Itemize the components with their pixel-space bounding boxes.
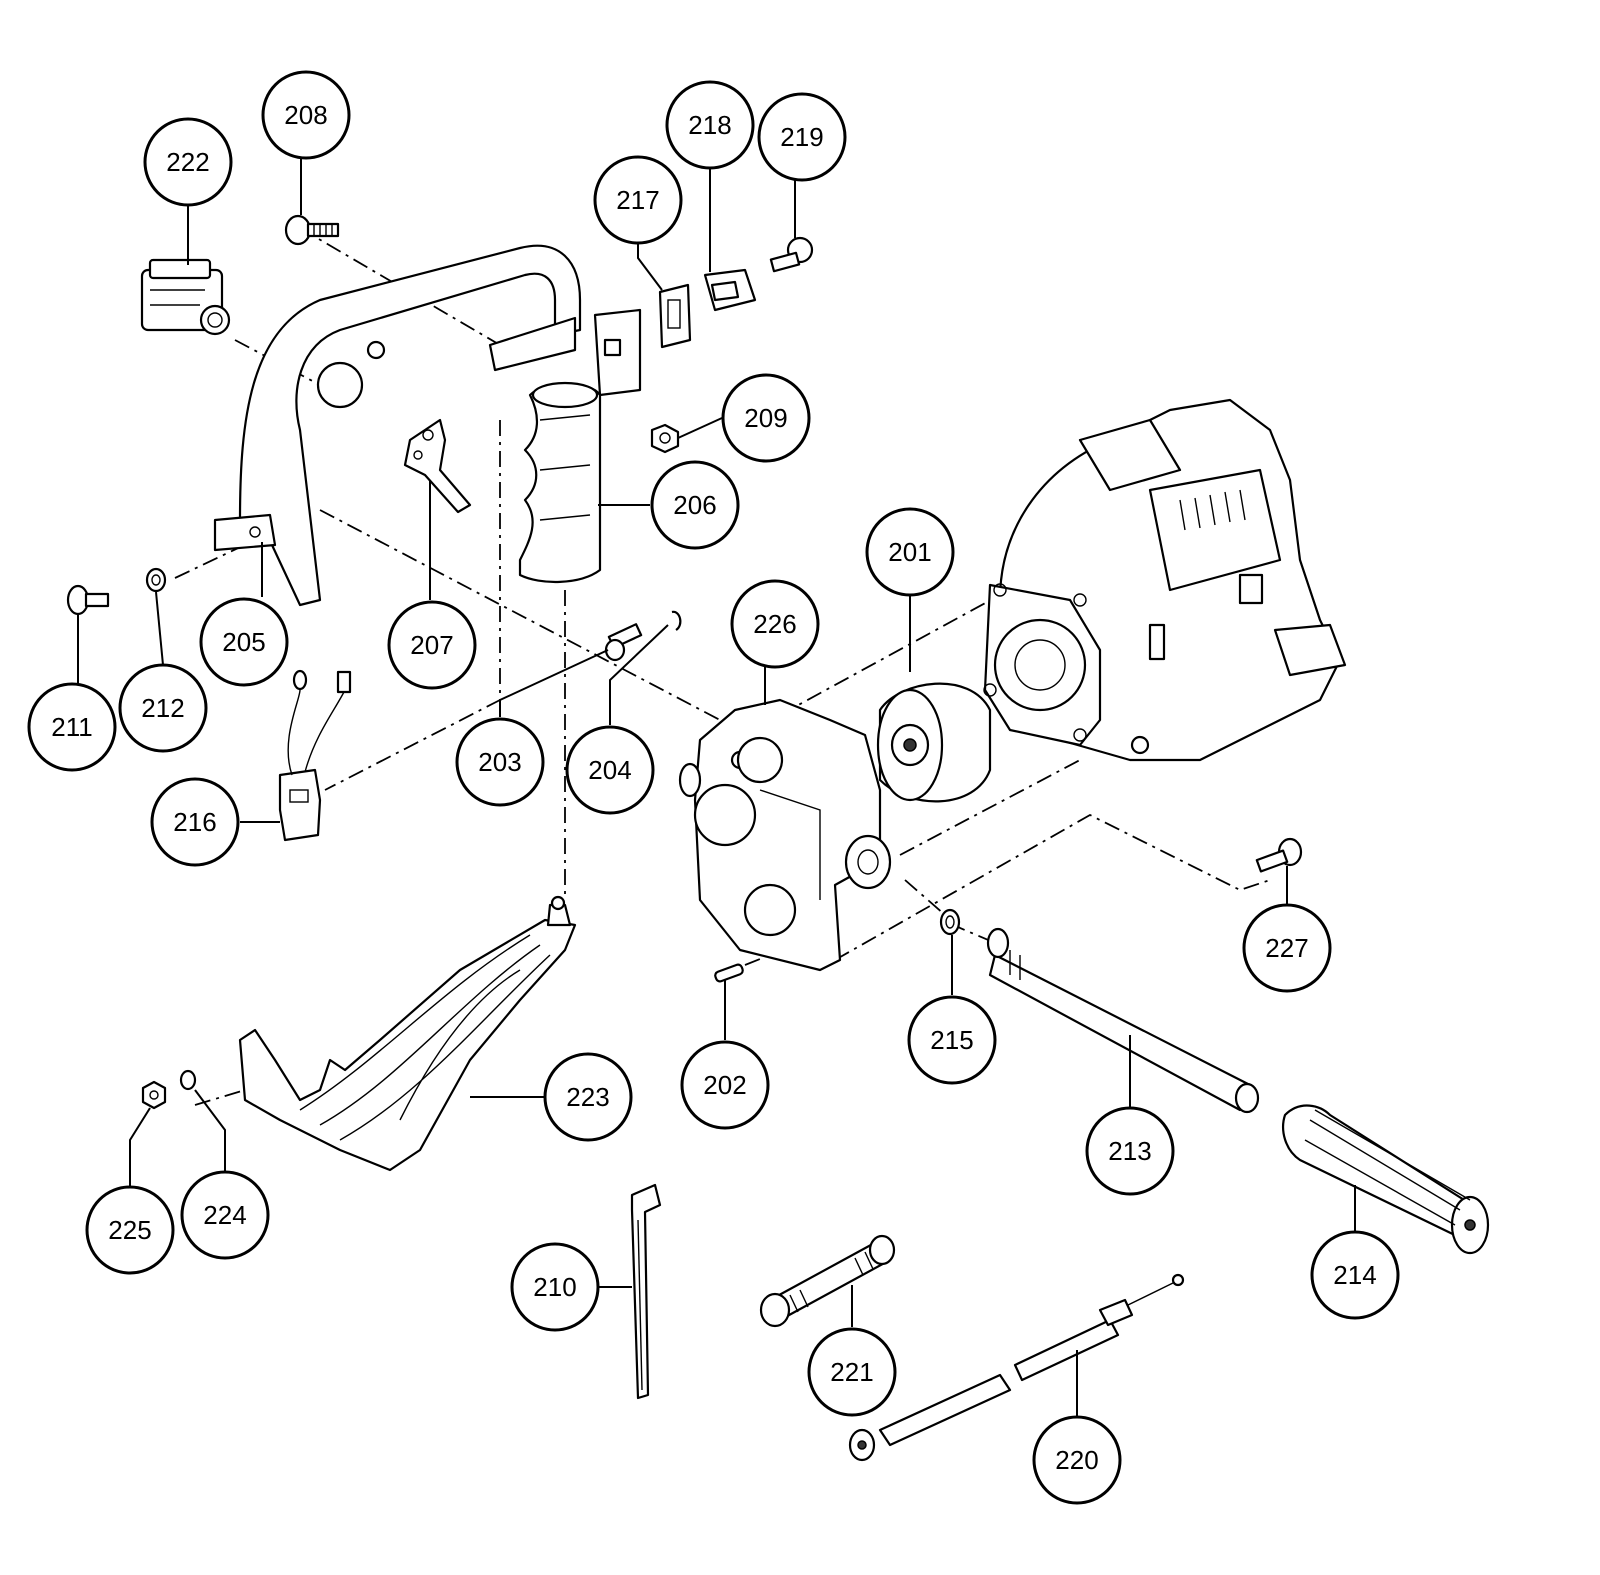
callout-208: 208 [261,70,351,160]
shaft-tube-part-213 [986,927,1260,1114]
clutch-drum-part-201 [876,682,992,803]
svg-text:206: 206 [673,490,716,520]
washer-part-212 [145,567,167,593]
svg-text:226: 226 [753,609,796,639]
callout-223: 223 [543,1052,633,1142]
gear-case-part-226 [678,698,892,972]
callout-203: 203 [455,717,545,807]
svg-text:202: 202 [703,1070,746,1100]
callout-201: 201 [865,507,955,597]
svg-text:215: 215 [930,1025,973,1055]
svg-text:220: 220 [1055,1445,1098,1475]
grip-part-214 [1282,1104,1490,1255]
leader-lines [77,157,1356,1416]
callout-204: 204 [565,725,655,815]
svg-text:221: 221 [830,1357,873,1387]
svg-text:222: 222 [166,147,209,177]
grip-part-206 [518,381,602,583]
callout-217: 217 [593,155,683,245]
svg-text:207: 207 [410,630,453,660]
bolt-part-208 [284,214,340,246]
callout-225: 225 [85,1185,175,1275]
bolt-part-227 [1255,837,1303,873]
callout-215: 215 [907,995,997,1085]
callout-205: 205 [199,597,289,687]
pin-part-202 [714,963,744,983]
svg-text:209: 209 [744,403,787,433]
callout-213: 213 [1085,1106,1175,1196]
lever-part-207 [403,418,472,514]
svg-text:212: 212 [141,693,184,723]
engine-assembly [983,398,1347,762]
screw-part-211 [66,584,110,616]
svg-text:210: 210 [533,1272,576,1302]
svg-text:219: 219 [780,122,823,152]
nut-part-209 [650,423,680,454]
nut-part-225 [141,1080,167,1110]
bolt-part-219 [769,236,814,273]
svg-text:201: 201 [888,537,931,567]
cable-part-220 [848,1273,1185,1462]
handle-frame-part-205 [213,244,642,607]
callout-206: 206 [650,460,740,550]
callout-211: 211 [27,682,117,772]
assembly-lines [174,227,1271,1106]
part-drawings [66,214,1490,1462]
guard-part-223 [238,895,577,1172]
callout-224: 224 [180,1170,270,1260]
callout-202: 202 [680,1040,770,1130]
clip-part-204 [671,610,682,631]
switch-part-222 [140,258,231,336]
callout-221: 221 [807,1327,897,1417]
callout-212: 212 [118,663,208,753]
callout-214: 214 [1310,1230,1400,1320]
svg-text:213: 213 [1108,1136,1151,1166]
svg-text:211: 211 [51,712,92,742]
circlip-part-224 [179,1069,197,1091]
svg-text:217: 217 [616,185,659,215]
svg-text:205: 205 [222,627,265,657]
bolt-part-203 [604,623,643,662]
circlip-part-215 [939,908,961,936]
callout-220: 220 [1032,1415,1122,1505]
svg-text:214: 214 [1333,1260,1376,1290]
svg-text:208: 208 [284,100,327,130]
svg-text:225: 225 [108,1215,151,1245]
callout-226: 226 [730,579,820,669]
callout-222: 222 [143,117,233,207]
callout-216: 216 [150,777,240,867]
svg-text:224: 224 [203,1200,246,1230]
callout-209: 209 [721,373,811,463]
callout-219: 219 [757,92,847,182]
callout-227: 227 [1242,903,1332,993]
svg-text:203: 203 [478,747,521,777]
callout-218: 218 [665,80,755,170]
strap-part-210 [630,1183,662,1400]
svg-text:216: 216 [173,807,216,837]
callout-210: 210 [510,1242,600,1332]
callouts: 201 202 203 204 205 206 207 208 209 210 … [27,70,1400,1505]
switch-part-218 [703,268,757,312]
sleeve-part-221 [759,1234,896,1328]
connector-part-216 [278,669,352,842]
callout-207: 207 [387,600,477,690]
svg-text:218: 218 [688,110,731,140]
svg-text:204: 204 [588,755,631,785]
gasket-part-217 [658,283,692,349]
svg-text:227: 227 [1265,933,1308,963]
svg-text:223: 223 [566,1082,609,1112]
